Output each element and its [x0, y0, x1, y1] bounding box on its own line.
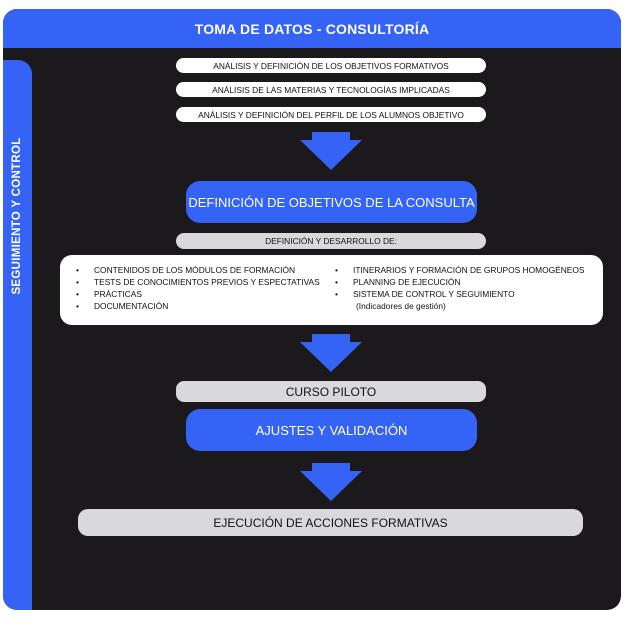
- arrow-down-icon: [300, 463, 362, 501]
- definition-item: • PRÁCTICAS: [74, 288, 320, 300]
- intro-item-label: ANÁLISIS Y DEFINICIÓN DE LOS OBJETIVOS F…: [213, 60, 449, 71]
- header-title: TOMA DE DATOS - CONSULTORÍA: [194, 20, 430, 37]
- definition-item: • SISTEMA DE CONTROL Y SEGUIMIENTO (Indica…: [333, 288, 584, 312]
- definition-item-text: DOCUMENTACIÓN: [94, 301, 169, 311]
- definition-item: • TESTS DE CONOCIMIENTOS PREVIOS Y ESPECT…: [74, 276, 320, 288]
- definition-header-label: DEFINICIÓN Y DESARROLLO DE:: [265, 236, 397, 246]
- sidebar-seguimiento-control: SEGUIMIENTO Y CONTROL: [3, 60, 32, 610]
- bullet-icon: •: [335, 265, 338, 275]
- header-toma-de-datos: TOMA DE DATOS - CONSULTORÍA: [3, 9, 621, 48]
- definition-list-box: •CONTENIDOS DE LOS MÓDULOS DE FORMACIÓN …: [60, 255, 603, 325]
- definition-item-text: ITINERARIOS Y FORMACIÓN DE GRUPOS HOMOGÉ…: [353, 265, 585, 275]
- definition-item: • DOCUMENTACIÓN: [74, 300, 320, 312]
- definition-item-text: PLANNING DE EJECUCIÓN: [353, 277, 461, 287]
- definition-item-text: TESTS DE CONOCIMIENTOS PREVIOS Y ESPECTA…: [94, 277, 320, 287]
- step-pilot: CURSO PILOTO: [176, 381, 486, 402]
- flow-diagram: TOMA DE DATOS - CONSULTORÍA SEGUIMIENTO …: [3, 9, 621, 610]
- definition-list-right: • ITINERARIOS Y FORMACIÓN DE GRUPOS HOMOG…: [333, 264, 584, 312]
- bullet-icon: •: [335, 277, 338, 287]
- arrow-down-icon: [300, 334, 362, 372]
- intro-item: ANÁLISIS Y DEFINICIÓN DEL PERFIL DE LOS …: [176, 107, 486, 122]
- definition-item: • PLANNING DE EJECUCIÓN: [333, 276, 584, 288]
- step-pilot-label: CURSO PILOTO: [285, 384, 377, 399]
- step-execution: EJECUCIÓN DE ACCIONES FORMATIVAS: [78, 509, 583, 536]
- step-adjust-label: AJUSTES Y VALIDACIÓN: [255, 422, 408, 438]
- step-objectives-label: DEFINICIÓN DE OBJETIVOS DE LA CONSULTA: [188, 194, 475, 210]
- definition-item-text: SISTEMA DE CONTROL Y SEGUIMIENTO: [353, 289, 515, 299]
- step-execution-label: EJECUCIÓN DE ACCIONES FORMATIVAS: [213, 515, 448, 530]
- arrow-down-icon: [300, 132, 362, 170]
- definition-item-subtext: (Indicadores de gestión): [356, 301, 446, 311]
- intro-item: ANÁLISIS DE LAS MATERIAS Y TECNOLOGÍAS I…: [176, 82, 486, 97]
- step-objectives-box: DEFINICIÓN DE OBJETIVOS DE LA CONSULTA: [186, 181, 477, 223]
- bullet-icon: •: [76, 265, 79, 275]
- definition-item-text: PRÁCTICAS: [94, 289, 142, 299]
- definition-header: DEFINICIÓN Y DESARROLLO DE:: [176, 233, 486, 249]
- intro-item-label: ANÁLISIS DE LAS MATERIAS Y TECNOLOGÍAS I…: [212, 84, 450, 95]
- bullet-icon: •: [76, 277, 79, 287]
- definition-item: • ITINERARIOS Y FORMACIÓN DE GRUPOS HOMOG…: [333, 264, 584, 276]
- bullet-icon: •: [76, 289, 79, 299]
- sidebar-label: SEGUIMIENTO Y CONTROL: [11, 137, 23, 295]
- intro-item-label: ANÁLISIS Y DEFINICIÓN DEL PERFIL DE LOS …: [198, 109, 464, 120]
- definition-item-text: CONTENIDOS DE LOS MÓDULOS DE FORMACIÓN: [94, 265, 296, 275]
- step-adjust-box: AJUSTES Y VALIDACIÓN: [186, 409, 477, 451]
- bullet-icon: •: [76, 301, 79, 311]
- definition-item: • CONTENIDOS DE LOS MÓDULOS DE FORMACIÓN: [74, 264, 320, 276]
- intro-item: ANÁLISIS Y DEFINICIÓN DE LOS OBJETIVOS F…: [176, 58, 486, 73]
- definition-list-left: •CONTENIDOS DE LOS MÓDULOS DE FORMACIÓN …: [74, 264, 320, 312]
- bullet-icon: •: [335, 289, 338, 299]
